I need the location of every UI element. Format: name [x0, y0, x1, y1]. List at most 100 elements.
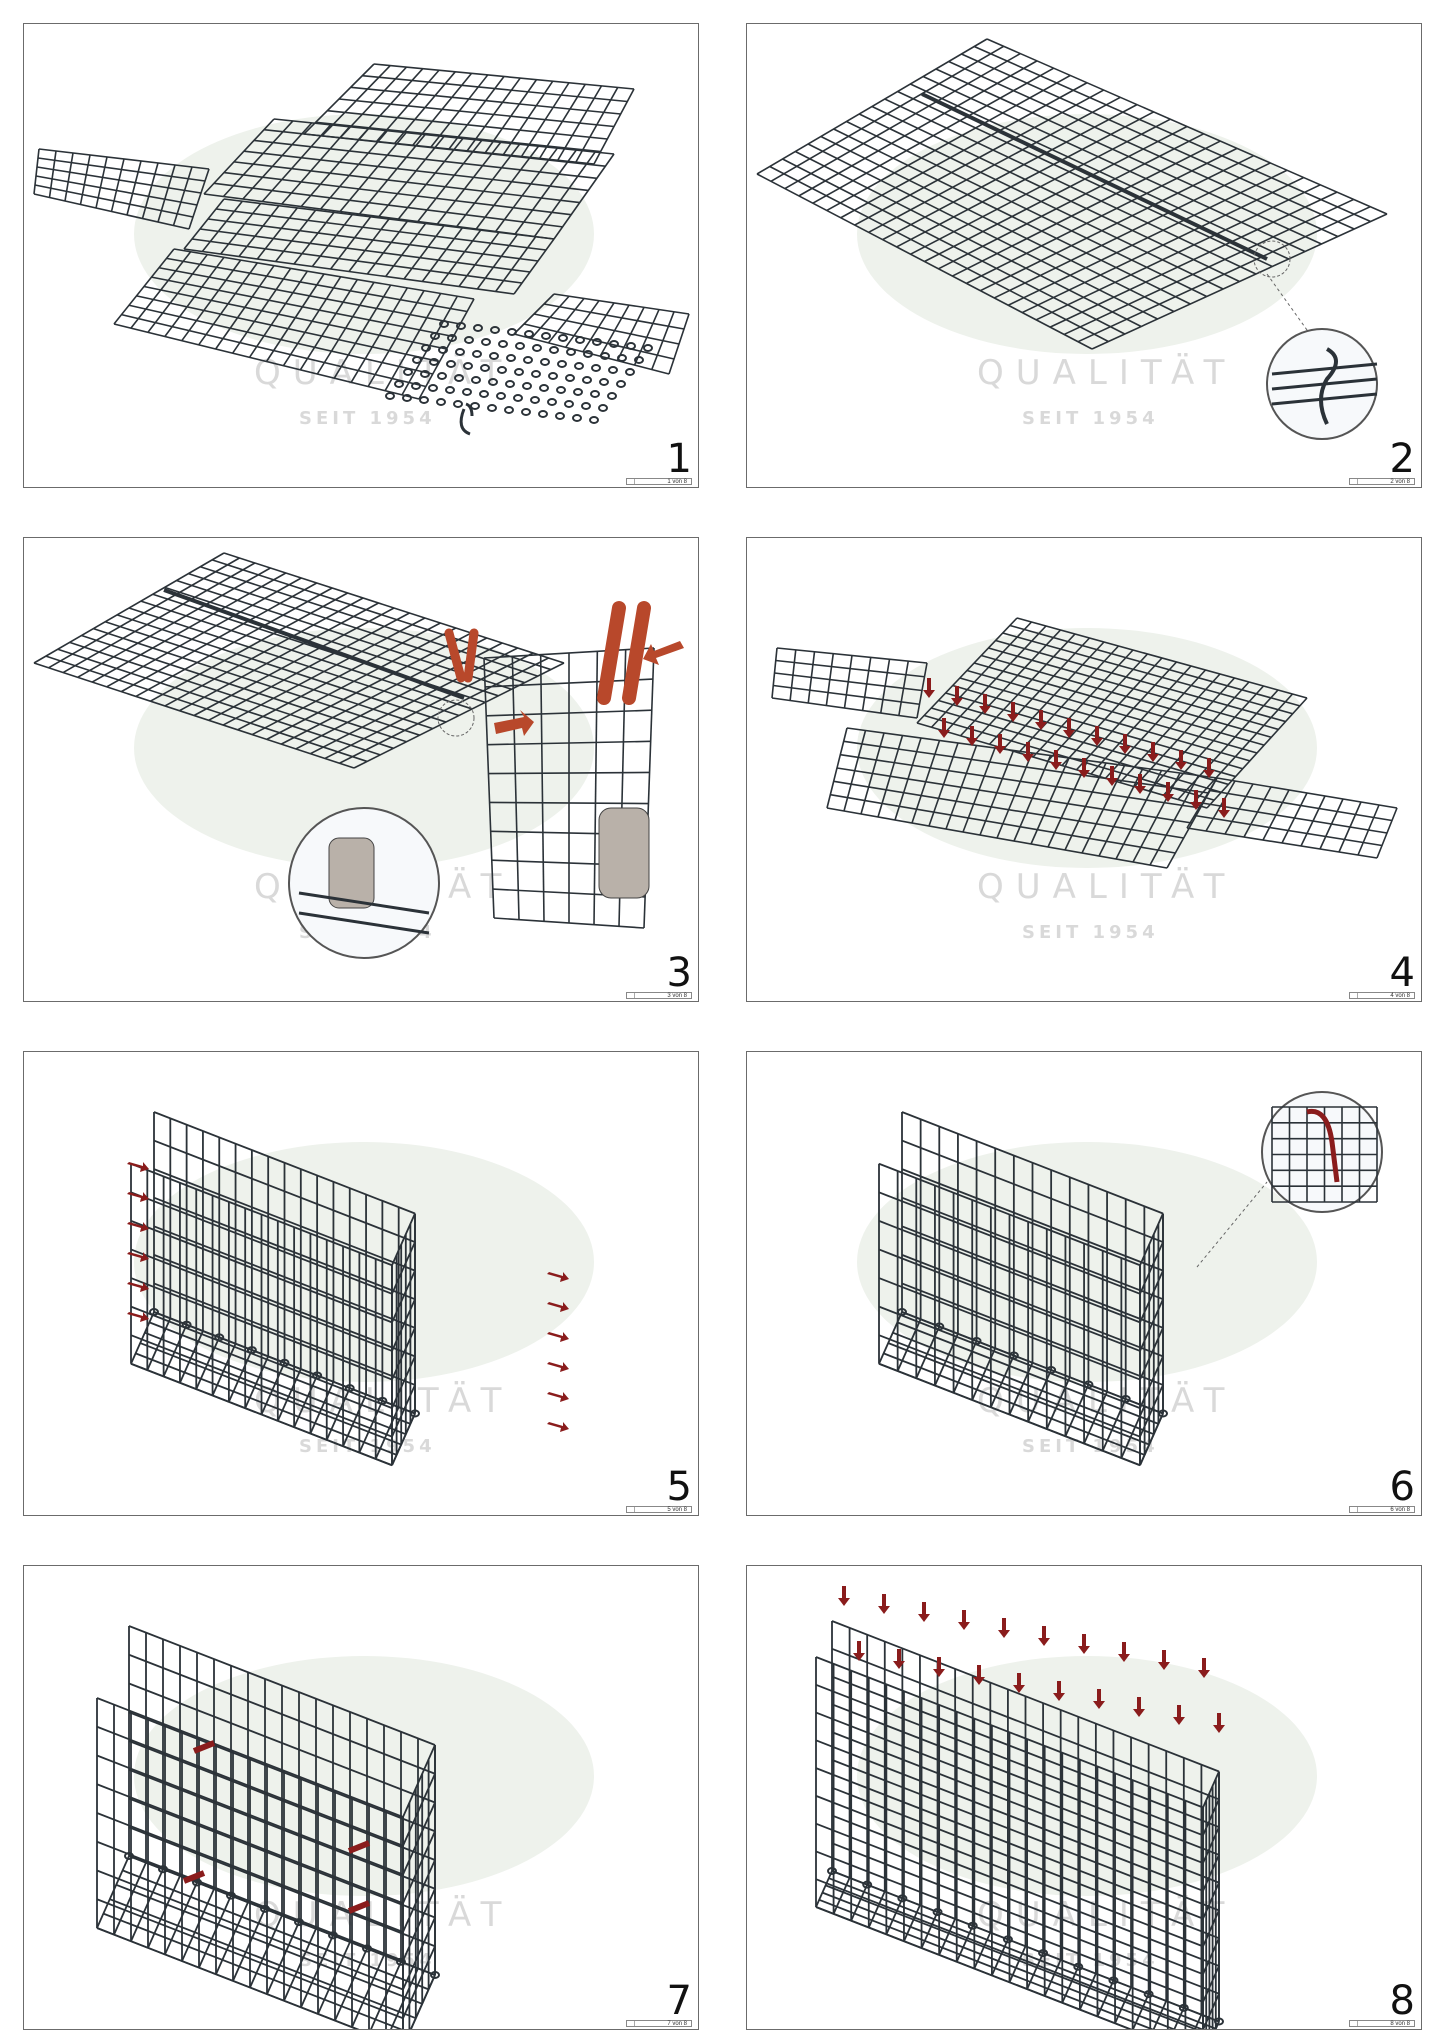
step-7-panel: QUALITÄT SEIT 1954 7 7 von 8: [23, 1565, 699, 2030]
wire-mesh-panel: [183, 198, 555, 295]
down-arrow-icon: [1093, 1689, 1105, 1709]
down-arrow-icon: [893, 1649, 905, 1669]
side-arrow-icon: [127, 1162, 149, 1172]
down-arrow-icon: [1173, 1705, 1185, 1725]
down-arrow-icon: [1013, 1673, 1025, 1693]
c-hook-icon: [459, 402, 474, 436]
gabion-basket: [878, 1111, 1168, 1467]
down-arrow-icon: [979, 694, 991, 714]
side-arrow-icon: [547, 1422, 569, 1432]
arrow-icon: [643, 641, 684, 665]
watermark-subtitle: SEIT 1954: [299, 408, 436, 429]
side-arrow-icon: [127, 1222, 149, 1232]
down-arrow-icon: [1007, 702, 1019, 722]
down-arrow-icon: [1133, 1697, 1145, 1717]
side-arrow-icon: [127, 1282, 149, 1292]
step-number: 4: [1389, 950, 1415, 996]
gabion-basket: [815, 1620, 1224, 2029]
step-4-illustration: QUALITÄT SEIT 1954: [771, 617, 1398, 943]
svg-text:QUALITÄT: QUALITÄT: [977, 353, 1236, 393]
detail-magnifier: [1261, 1091, 1383, 1213]
page-footer: 5 von 8: [626, 1506, 692, 1513]
down-arrow-icon: [1203, 758, 1215, 778]
wire-mesh-panel: [33, 148, 210, 230]
step-number: 2: [1389, 436, 1415, 482]
side-arrow-icon: [547, 1332, 569, 1342]
arrow-group: [923, 678, 1230, 818]
down-arrow-icon: [1078, 1634, 1090, 1654]
down-arrow-icon: [1190, 790, 1202, 810]
step-number: 5: [666, 1464, 692, 1510]
down-arrow-icon: [1175, 750, 1187, 770]
page-footer: 8 von 8: [1349, 2020, 1415, 2027]
arrow-icon: [347, 1840, 371, 1854]
svg-text:SEIT 1954: SEIT 1954: [1022, 408, 1159, 429]
page-footer: 6 von 8: [1349, 1506, 1415, 1513]
side-arrow-icon: [547, 1392, 569, 1402]
step-number: 7: [666, 1978, 692, 2024]
wire-mesh-panel: [113, 248, 475, 400]
down-arrow-icon: [1022, 742, 1034, 762]
svg-text:QUALITÄT: QUALITÄT: [254, 1895, 513, 1935]
down-arrow-icon: [918, 1602, 930, 1622]
step-1-illustration: QUALITÄT SEIT 1954: [33, 63, 690, 436]
step-number: 1: [666, 436, 692, 482]
down-arrow-icon: [1038, 1626, 1050, 1646]
down-arrow-icon: [1035, 710, 1047, 730]
page-footer: 3 von 8: [626, 992, 692, 999]
wire-mesh-panel: [303, 63, 635, 165]
down-arrow-icon: [1091, 726, 1103, 746]
page-footer: 7 von 8: [626, 2020, 692, 2027]
step-number: 3: [666, 950, 692, 996]
side-arrow-icon: [127, 1252, 149, 1262]
wire-mesh-panel: [826, 727, 1218, 869]
step-7-illustration: QUALITÄT SEIT 1954: [96, 1625, 594, 2029]
watermark-title: QUALITÄT: [254, 353, 513, 393]
down-arrow-icon: [933, 1657, 945, 1677]
down-arrow-icon: [923, 678, 935, 698]
step-1-panel: QUALITÄT SEIT 1954 1 1 von 8: [23, 23, 699, 488]
svg-text:SEIT 1954: SEIT 1954: [1022, 922, 1159, 943]
down-arrow-icon: [838, 1586, 850, 1606]
down-arrow-icon: [1213, 1713, 1225, 1733]
arrow-icon: [182, 1870, 206, 1884]
down-arrow-icon: [951, 686, 963, 706]
wire-mesh-panel: [513, 293, 690, 375]
wire-mesh-panel: [771, 647, 928, 719]
step-3-illustration: QUALITÄT SEIT 1954: [33, 552, 684, 959]
side-arrow-icon: [127, 1192, 149, 1202]
step-number: 8: [1389, 1978, 1415, 2024]
gabion-basket: [130, 1111, 420, 1467]
watermark-ellipse: [134, 114, 594, 354]
step-6-illustration: QUALITÄT SEIT 1954: [857, 1091, 1383, 1467]
wire-mesh-panel: [1186, 777, 1398, 859]
wire-mesh-panel: [33, 552, 565, 769]
spiral-rings: [385, 320, 653, 424]
step-number: 6: [1389, 1464, 1415, 1510]
down-arrow-icon: [994, 734, 1006, 754]
down-arrow-icon: [1134, 774, 1146, 794]
page-footer: 2 von 8: [1349, 478, 1415, 485]
down-arrow-icon: [966, 726, 978, 746]
pliers-icon: [444, 628, 479, 683]
step-4-panel: QUALITÄT SEIT 1954 4 4 von 8: [746, 537, 1422, 1002]
down-arrow-icon: [998, 1618, 1010, 1638]
svg-text:SEIT 1954: SEIT 1954: [299, 1436, 436, 1457]
step-5-panel: QUALITÄT SEIT 1954 5 5 von 8: [23, 1051, 699, 1516]
step-8-illustration: QUALITÄT SEIT 1954: [815, 1586, 1317, 2029]
step-8-panel: QUALITÄT SEIT 1954 8 8 von 8: [746, 1565, 1422, 2030]
side-arrow-icon: [547, 1272, 569, 1282]
down-arrow-icon: [958, 1610, 970, 1630]
arrow-group: [838, 1586, 1225, 1733]
down-arrow-icon: [1078, 758, 1090, 778]
down-arrow-icon: [1147, 742, 1159, 762]
down-arrow-icon: [853, 1641, 865, 1661]
arrow-group: [127, 1162, 149, 1322]
page-footer: 1 von 8: [626, 478, 692, 485]
down-arrow-icon: [1158, 1650, 1170, 1670]
side-arrow-icon: [547, 1302, 569, 1312]
wire-mesh-panel: [203, 118, 615, 240]
down-arrow-icon: [1162, 782, 1174, 802]
arrow-icon: [192, 1740, 216, 1754]
arrow-icon: [494, 710, 534, 736]
